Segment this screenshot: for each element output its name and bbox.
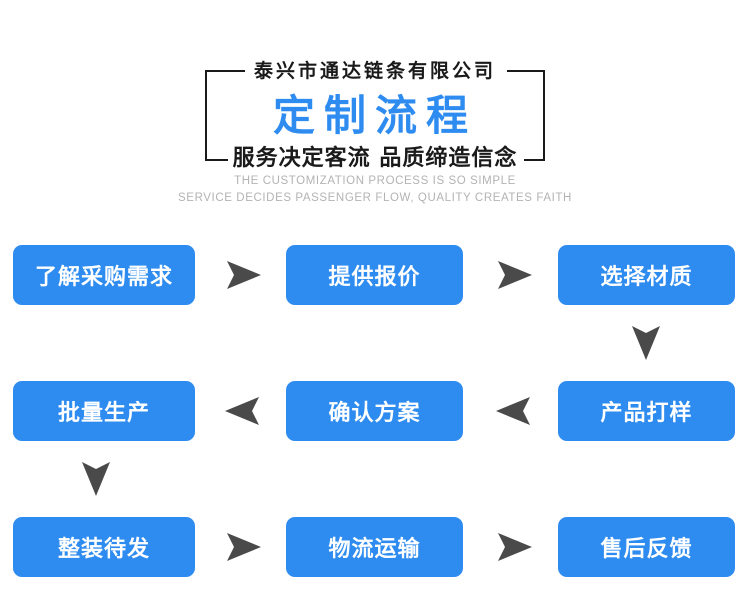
arrow-right-icon (219, 529, 267, 565)
flow-step-1[interactable]: 了解采购需求 (13, 245, 195, 305)
arrow-right-icon (490, 257, 538, 293)
slogan-text: 服务决定客流 品质缔造信念 (232, 146, 518, 171)
company-name: 泰兴市通达链条有限公司 (253, 60, 496, 82)
flow-step-3[interactable]: 选择材质 (558, 245, 735, 305)
arrow-left-icon (490, 393, 538, 429)
flow-step-7[interactable]: 整装待发 (13, 517, 195, 577)
frame-gap-bottom (228, 148, 524, 174)
flow-step-8[interactable]: 物流运输 (286, 517, 463, 577)
header-banner: 泰兴市通达链条有限公司 定制流程 服务决定客流 品质缔造信念 THE CUSTO… (0, 0, 750, 230)
english-subtitle-line-2: SERVICE DECIDES PASSENGER FLOW, QUALITY … (178, 192, 572, 204)
english-subtitle-line-1: THE CUSTOMIZATION PROCESS IS SO SIMPLE (234, 175, 516, 187)
frame-gap-top (245, 60, 507, 84)
flow-step-2[interactable]: 提供报价 (286, 245, 463, 305)
arrow-right-icon (219, 257, 267, 293)
arrow-down-icon (78, 454, 114, 502)
arrow-left-icon (219, 393, 267, 429)
flow-step-9[interactable]: 售后反馈 (558, 517, 735, 577)
arrow-down-icon (628, 318, 664, 366)
flow-step-6[interactable]: 批量生产 (13, 381, 195, 441)
process-flow-diagram: 了解采购需求 提供报价 选择材质 批量生产 确认方案 产品打样 (0, 230, 750, 607)
arrow-right-icon (490, 529, 538, 565)
flow-step-5[interactable]: 确认方案 (286, 381, 463, 441)
page-title: 定制流程 (272, 91, 477, 140)
flow-step-4[interactable]: 产品打样 (558, 381, 735, 441)
